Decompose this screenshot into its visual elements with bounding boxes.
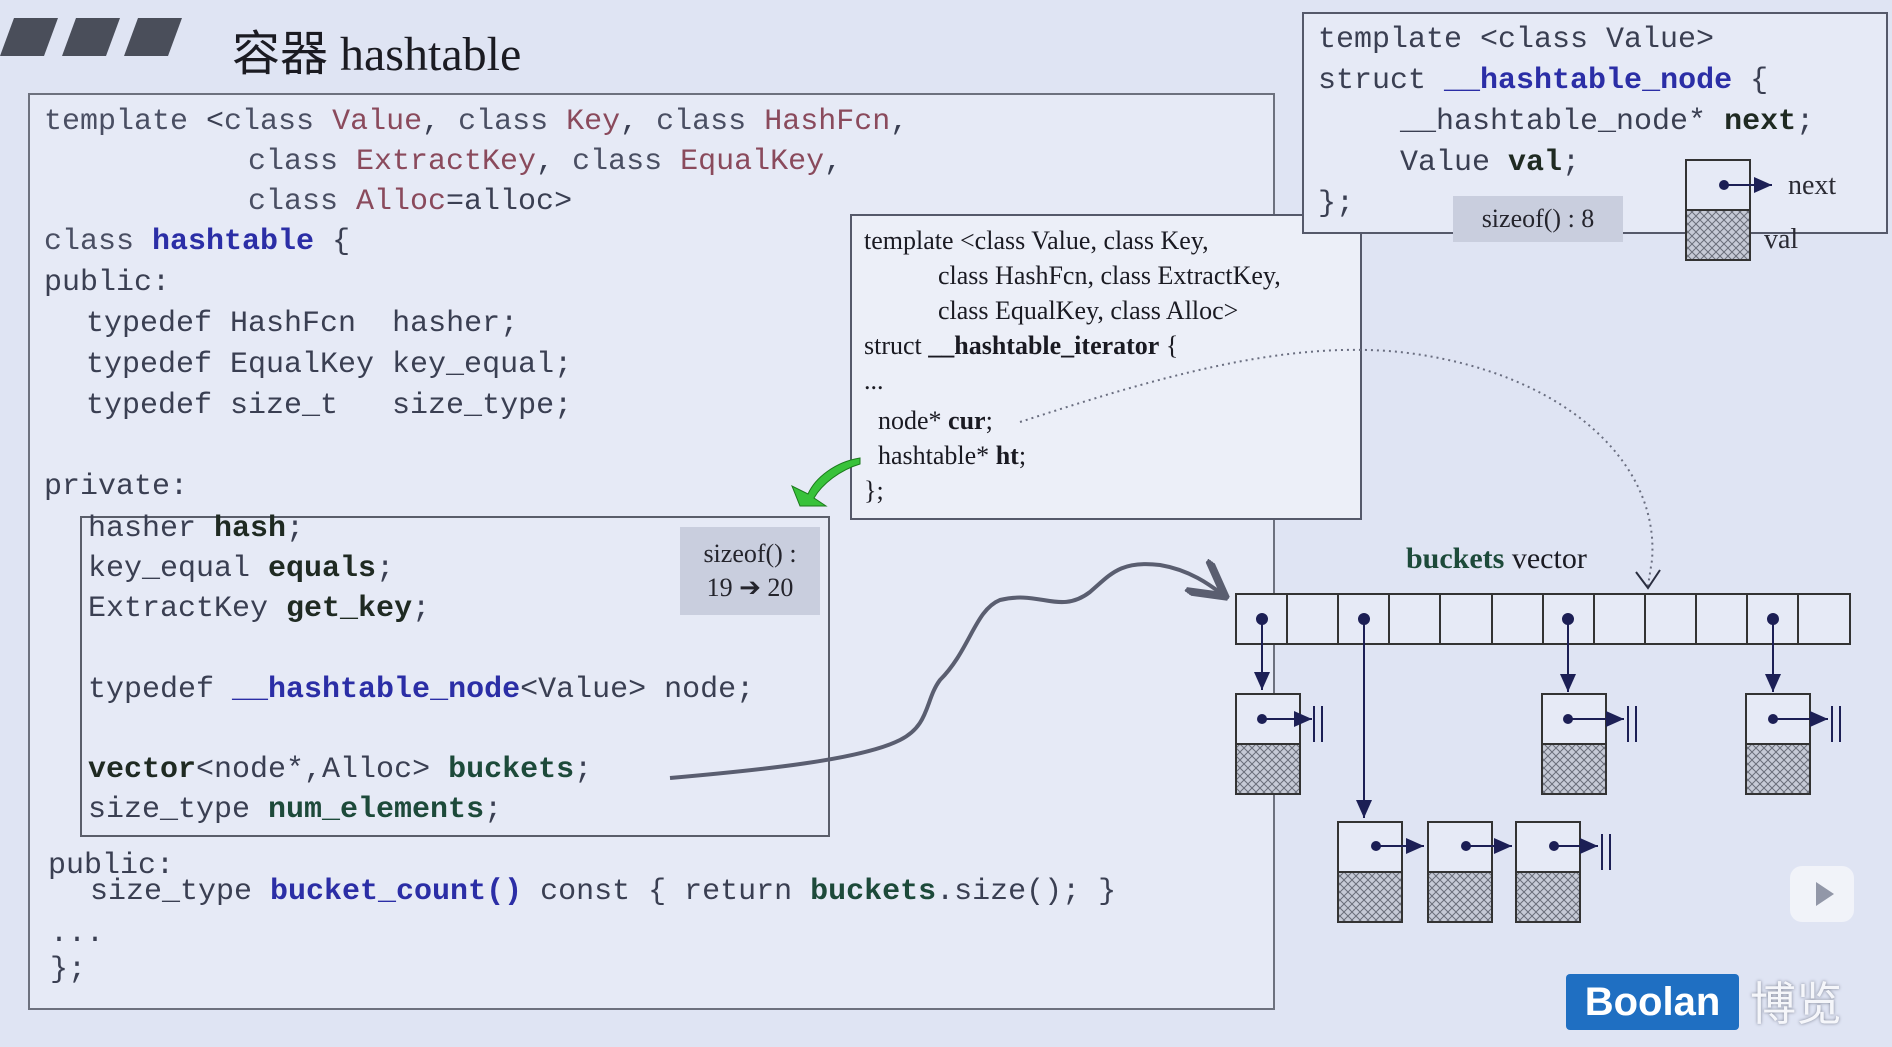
header-stripes [0,18,182,56]
code-line: key_equal equals; [88,552,395,586]
page-title: 容器 hashtable [232,28,522,81]
code-line: typedef __hashtable_node<Value> node; [88,673,755,707]
code-line: }; [50,953,87,987]
buckets-label-normal: vector [1511,542,1587,575]
code-line: template <class Value> [1318,23,1715,57]
code-line: size_type num_elements; [88,793,503,827]
code-line: private: [44,470,189,504]
code-line: hashtable* ht; [878,441,1027,470]
code-line: class EqualKey, class Alloc> [938,296,1239,325]
code-line: template <class Value, class Key, class … [44,105,909,139]
code-line: template <class Value, class Key, [864,226,1209,255]
code-line: ... [50,917,105,951]
node-diagram [1685,159,1772,261]
code-line: __hashtable_node* next; [1400,105,1815,139]
code-line: Value val; [1400,146,1581,180]
code-line: ExtractKey get_key; [88,592,431,626]
buckets-vector [1235,593,1851,645]
iterator-code-panel [850,214,1362,520]
code-line: class hashtable { [44,225,351,259]
code-line-last: public: [48,849,175,883]
val-label: val [1764,224,1799,255]
chain-nodes [1235,693,1841,923]
green-arrow-icon [791,457,861,507]
code-line: struct __hashtable_node { [1318,64,1769,98]
play-icon[interactable] [1790,866,1854,922]
code-line: struct __hashtable_iterator { [864,331,1179,360]
code-line: class Alloc=alloc> [248,185,573,219]
code-line: typedef HashFcn hasher; [86,307,519,341]
sizeof-label: sizeof() : [703,539,797,568]
code-line: typedef size_t size_type; [86,389,573,423]
code-line: hasher hash; [88,512,305,546]
sizeof-badge-node: sizeof() : 8 [1453,196,1623,242]
code-line: typedef EqualKey key_equal; [86,348,573,382]
code-line: size_type bucket_count() const { return … [90,875,1117,909]
bucket-pointers [1254,613,1781,818]
code-line: node* cur; [878,406,993,435]
code-line: vector<node*,Alloc> buckets; [88,753,593,787]
code-line: class HashFcn, class ExtractKey, [938,261,1281,290]
buckets-label-bold: buckets [1406,542,1505,575]
buckets-link-arrow [669,564,1222,780]
code-line: }; [864,476,884,505]
sizeof-value: 19 ➔ 20 [706,573,794,602]
boolan-logo-cn: 博览 [1750,977,1842,1031]
code-line: public: [44,266,171,300]
buckets-vector-label: buckets vector [1406,542,1587,576]
code-line: }; [1318,187,1355,221]
boolan-logo: Boolan [1566,974,1739,1030]
code-line: class ExtractKey, class EqualKey, [248,145,843,179]
code-line: ... [864,366,884,395]
cur-link-arrow [1019,348,1654,587]
cur-link-arrowhead [1635,569,1661,590]
next-label: next [1788,170,1837,201]
sizeof-badge-hashtable: sizeof() : 19 ➔ 20 [680,527,820,615]
